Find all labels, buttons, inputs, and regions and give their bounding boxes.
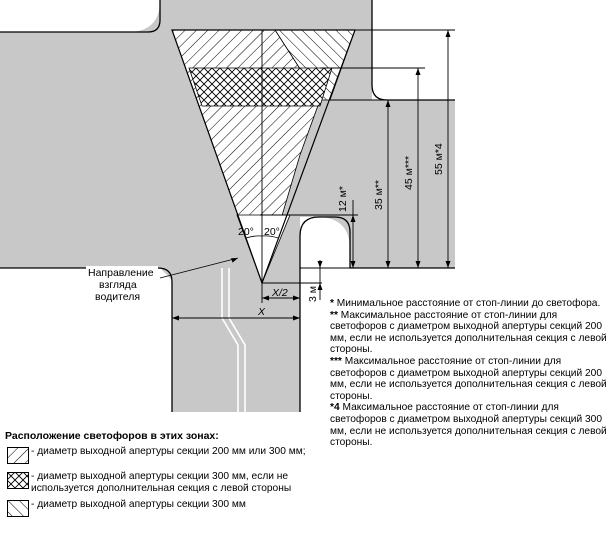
direction-label-line3: водителя — [95, 291, 140, 303]
legend-item-single-hatch: - диаметр выходной апертуры секции 200 м… — [5, 446, 325, 466]
dimension-arrows — [317, 30, 451, 290]
lane-marking — [221, 268, 246, 412]
dim-x-half-label: X/2 — [271, 287, 288, 299]
reverse-hatch-swatch-icon — [7, 500, 29, 517]
single-hatch-swatch-icon — [7, 447, 29, 464]
direction-label-line2: взгляда — [99, 279, 137, 291]
footnote-4: *4 Максимальное расстояние от стоп-линии… — [330, 402, 607, 449]
cross-hatch-swatch-icon — [7, 472, 29, 489]
dimension-lines — [260, 29, 455, 300]
right-road-arm — [372, 100, 455, 268]
legend-item-reverse-hatch: - диаметр выходной апертуры секции 300 м… — [5, 499, 325, 519]
footnote-2: ** Максимальное расстояние от стоп-линии… — [330, 309, 607, 356]
legend-title: Расположение светофоров в этих зонах: — [5, 430, 219, 442]
dim-55-label: 55 м*4 — [433, 143, 445, 175]
visibility-cone — [171, 29, 356, 285]
angle-right-label: 20° — [264, 226, 280, 238]
dim-35-label: 35 м** — [373, 180, 385, 210]
footnote-1: * Минимальное расстояние от стоп-линии д… — [330, 298, 601, 309]
footnote-3: *** Максимальное расстояние от стоп-лини… — [330, 355, 607, 402]
dim-12-label: 12 м* — [337, 186, 349, 212]
sight-lines — [245, 30, 279, 283]
left-road-arm — [0, 100, 172, 268]
dim-45-label: 45 м*** — [403, 156, 415, 190]
zone-cross-hatch — [188, 67, 333, 107]
dim-x-label: X — [257, 306, 266, 318]
angle-left-label: 20° — [238, 226, 254, 238]
legend: Расположение светофоров в этих зонах: - … — [5, 430, 325, 524]
direction-label-line1: Направление — [88, 267, 154, 279]
legend-item-cross-hatch: - диаметр выходной апертуры секции 300 м… — [5, 471, 325, 494]
footnotes: * Минимальное расстояние от стоп-линии д… — [330, 298, 610, 449]
dim-3-label: 3 м — [307, 286, 319, 302]
direction-leader — [86, 257, 239, 302]
